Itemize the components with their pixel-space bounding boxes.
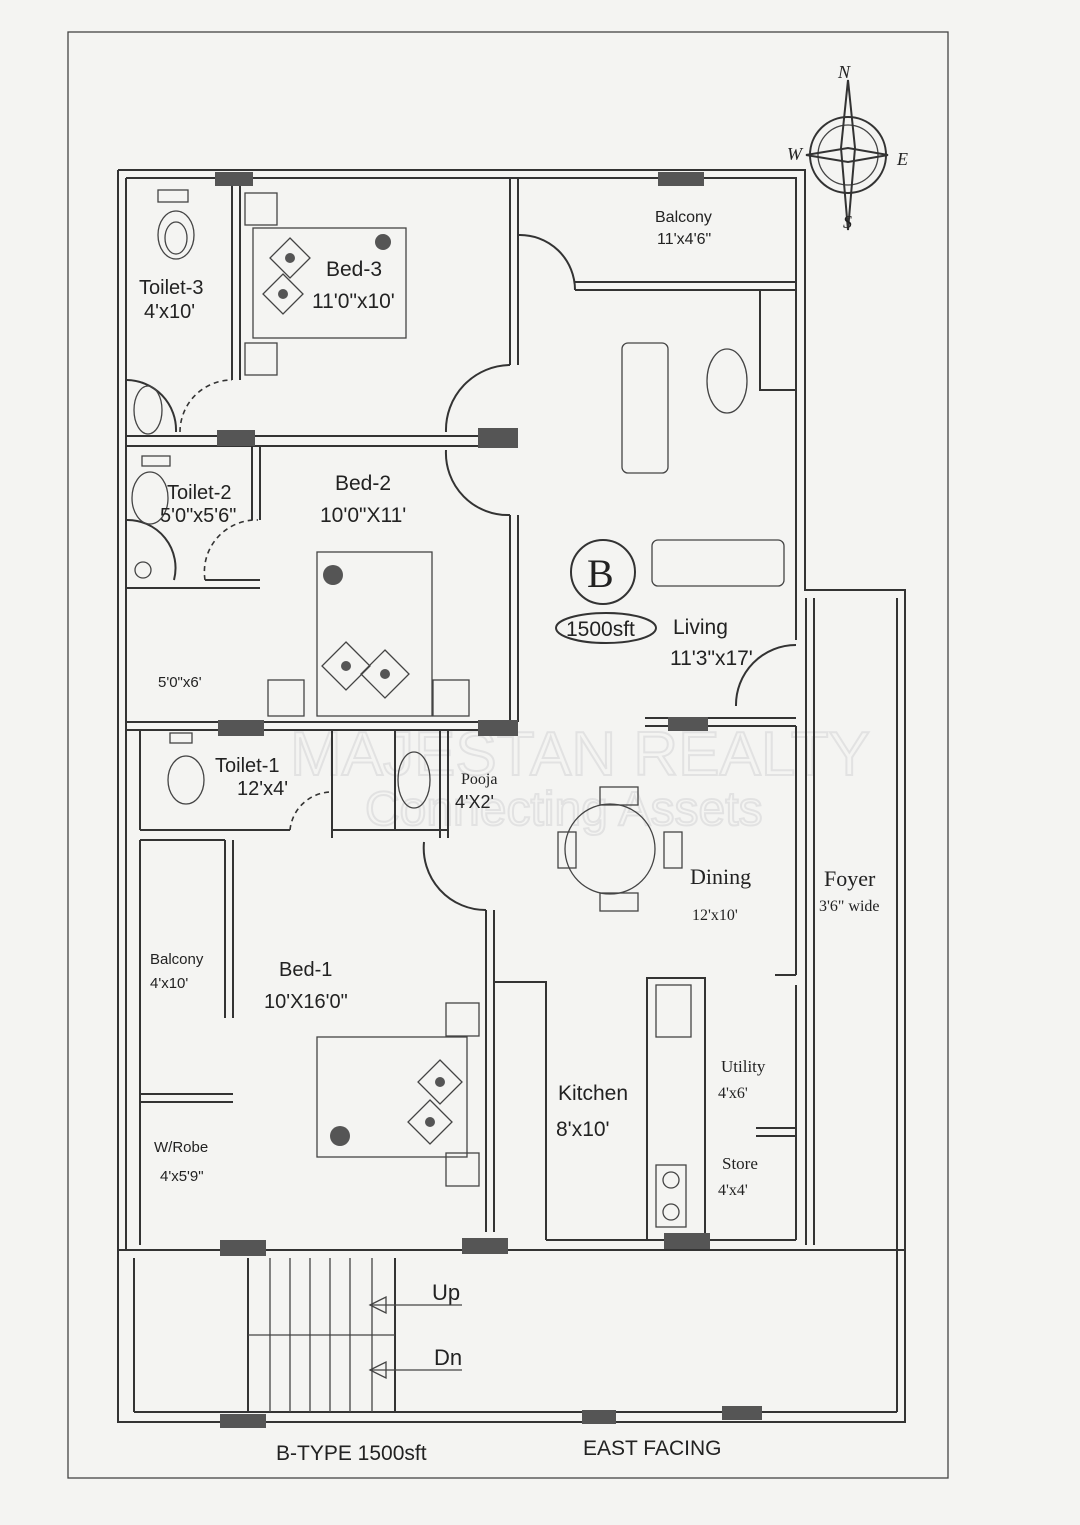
facing-label: EAST FACING <box>583 1437 721 1460</box>
svg-text:Balcony: Balcony <box>150 951 204 968</box>
svg-text:Connecting Assets: Connecting Assets <box>365 783 763 836</box>
doors <box>125 233 797 912</box>
svg-text:Bed-3: Bed-3 <box>326 258 382 281</box>
svg-text:E: E <box>896 149 908 169</box>
svg-text:4'x5'9": 4'x5'9" <box>160 1168 204 1185</box>
svg-text:5'0"x5'6": 5'0"x5'6" <box>160 505 236 527</box>
toilet-1-fixture <box>167 732 205 805</box>
svg-text:B: B <box>587 551 614 596</box>
svg-text:Living: Living <box>673 616 728 639</box>
svg-text:Foyer: Foyer <box>824 866 876 891</box>
toilet-2-fixture <box>131 455 171 525</box>
svg-text:Toilet-3: Toilet-3 <box>139 277 203 299</box>
compass-rose-icon: N S E W <box>787 62 908 232</box>
svg-text:W/Robe: W/Robe <box>154 1139 208 1156</box>
watermark: MAJESTAN REALTY Connecting Assets <box>289 719 871 837</box>
svg-text:Utility: Utility <box>721 1057 766 1076</box>
svg-text:12'x10': 12'x10' <box>692 907 738 924</box>
sheet-border <box>67 31 949 1479</box>
furniture <box>131 189 785 1228</box>
svg-text:4'x6': 4'x6' <box>718 1085 748 1102</box>
svg-text:Pooja: Pooja <box>461 771 497 788</box>
svg-text:10'X16'0": 10'X16'0" <box>264 991 348 1013</box>
room-labels: Toilet-3 4'x10' Bed-3 11'0"x10' Balcony … <box>139 209 880 1199</box>
svg-text:Dining: Dining <box>690 864 751 889</box>
svg-text:4'x10': 4'x10' <box>144 301 195 323</box>
svg-text:11'3"x17': 11'3"x17' <box>670 647 753 670</box>
svg-text:Bed-1: Bed-1 <box>279 959 332 981</box>
svg-text:Dn: Dn <box>434 1345 462 1370</box>
toilet-3-fixture <box>157 189 195 260</box>
svg-text:Up: Up <box>432 1280 460 1305</box>
svg-text:S: S <box>843 212 852 232</box>
svg-text:4'X2': 4'X2' <box>455 792 494 812</box>
svg-text:4'x10': 4'x10' <box>150 975 188 992</box>
svg-text:1500sft: 1500sft <box>566 618 635 641</box>
svg-text:N: N <box>837 62 851 82</box>
svg-text:Toilet-1: Toilet-1 <box>215 755 279 777</box>
svg-text:Bed-2: Bed-2 <box>335 472 391 495</box>
svg-text:12'x4': 12'x4' <box>237 778 288 800</box>
svg-text:Toilet-2: Toilet-2 <box>167 482 231 504</box>
plan-type-badge: B 1500sft <box>555 539 657 644</box>
svg-text:11'0"x10': 11'0"x10' <box>312 290 395 313</box>
svg-text:5'0"x6': 5'0"x6' <box>158 674 202 691</box>
svg-text:3'6" wide: 3'6" wide <box>819 898 880 915</box>
svg-text:4'x4': 4'x4' <box>718 1182 748 1199</box>
svg-text:11'x4'6": 11'x4'6" <box>657 231 711 248</box>
svg-text:Store: Store <box>722 1154 758 1173</box>
svg-text:10'0"X11': 10'0"X11' <box>320 504 406 527</box>
walls <box>117 169 906 1423</box>
plan-type-label: B-TYPE 1500sft <box>276 1442 427 1465</box>
svg-text:W: W <box>787 144 804 164</box>
svg-text:Balcony: Balcony <box>655 209 712 226</box>
stair-arrows: Up Dn <box>368 1280 462 1380</box>
svg-text:8'x10': 8'x10' <box>556 1118 610 1141</box>
windows <box>215 172 762 1428</box>
svg-text:Kitchen: Kitchen <box>558 1082 628 1105</box>
